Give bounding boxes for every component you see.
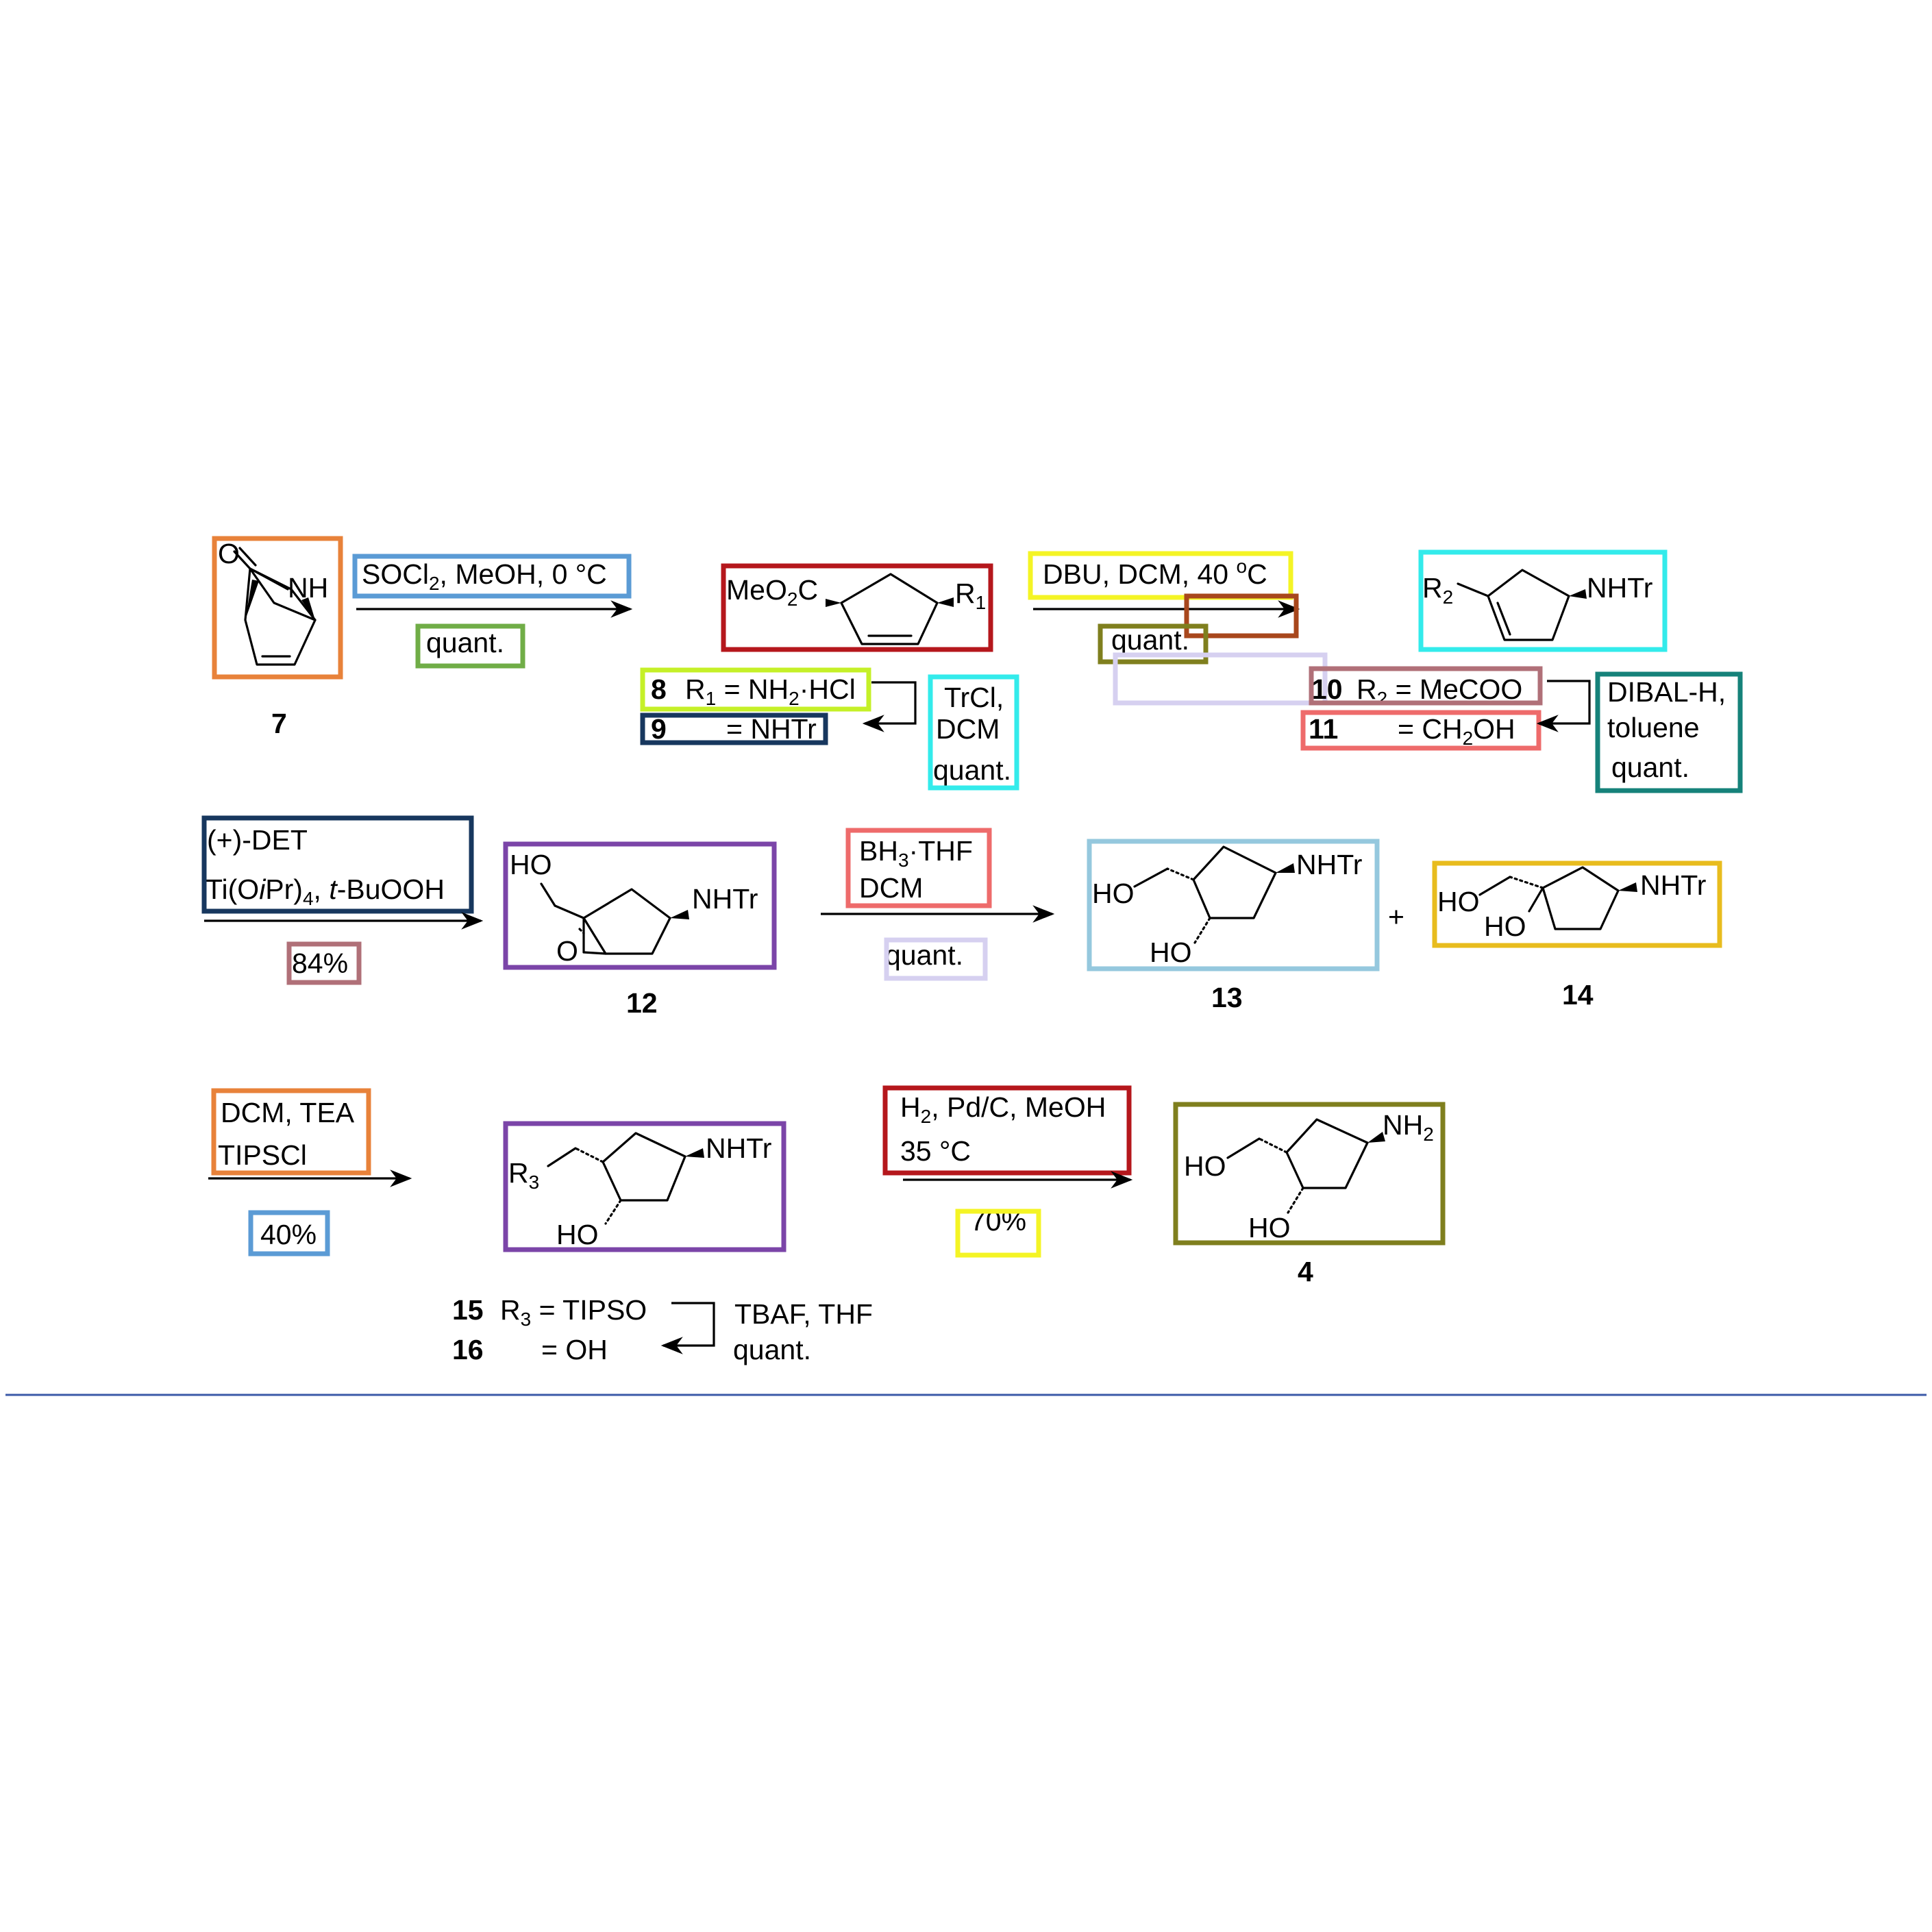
- compound-13-number: 13: [1211, 982, 1243, 1013]
- step1-reagents: SOCl2, MeOH, 0 °C: [362, 558, 607, 594]
- compound-14-number: 14: [1562, 979, 1594, 1011]
- step5-reagent-ti: Ti(OiPr)4, t-BuOOH: [206, 874, 445, 909]
- plus-sign: +: [1388, 901, 1404, 932]
- compound-8-substituent: R1 = NH2·HCl: [685, 673, 856, 709]
- compound-9-highlight: [640, 713, 828, 745]
- step7-yield: 40%: [260, 1219, 317, 1250]
- compound-16-substituent: = OH: [541, 1334, 608, 1365]
- compound-10-r2-label: R2: [1422, 572, 1453, 608]
- compound-10-highlight: [1309, 666, 1543, 706]
- compound-10-nhtr-label: NHTr: [1587, 572, 1652, 604]
- step3-region-highlight: [1113, 652, 1328, 706]
- compound-10-11-highlight: [1418, 549, 1668, 652]
- compound-13-structure: HO NHTr HO: [1092, 845, 1362, 968]
- step9-reagent-temp: 35 °C: [900, 1135, 971, 1167]
- step7-reagent-tipscl: TIPSCl: [218, 1139, 307, 1171]
- step9-yield-highlight: [955, 1209, 1041, 1258]
- compound-10-11-structure: R2 NHTr: [1422, 569, 1652, 641]
- compound-4-ho-label-2: HO: [1248, 1212, 1291, 1243]
- compound-14-nhtr-label: NHTr: [1640, 869, 1706, 901]
- compound-7-oxygen: O: [218, 538, 240, 569]
- compound-12-nhtr-label: NHTr: [692, 883, 758, 915]
- step7-yield-highlight: [248, 1210, 330, 1256]
- step4-reagents-highlight: [1595, 671, 1743, 793]
- compound-14-ho-label-1: HO: [1437, 886, 1480, 917]
- compound-15-16-structure: R3 NHTr HO: [508, 1132, 771, 1250]
- compound-4-structure: HO HO NH2: [1184, 1109, 1434, 1243]
- compound-12-number: 12: [626, 987, 658, 1019]
- compound-12-highlight: [503, 841, 777, 970]
- compound-14-highlight: [1432, 860, 1722, 948]
- step6-reagents-highlight: [845, 828, 992, 908]
- compound-8-number: 8: [651, 673, 667, 705]
- compound-4-highlight: [1173, 1102, 1446, 1246]
- step6-yield-highlight: [884, 937, 988, 981]
- compound-7-number: 7: [271, 708, 287, 739]
- compound-8-9-structure: MeO2C R1: [726, 573, 986, 645]
- step3-yield-highlight: [1098, 623, 1209, 665]
- step3-reagents-highlight: [1028, 551, 1293, 600]
- compound-15-16-highlight: [503, 1121, 787, 1252]
- compound-14-structure: HO NHTr HO: [1437, 866, 1706, 942]
- step7-reagent-dcm-tea: DCM, TEA: [221, 1097, 355, 1128]
- compound-8-r1-label: R1: [955, 578, 986, 613]
- compound-12-oxygen-label: O: [556, 935, 578, 967]
- step6-yield: quant.: [885, 939, 963, 971]
- compound-15-substituent: R3 = TIPSO: [500, 1294, 647, 1330]
- compound-8-highlight: [640, 667, 871, 712]
- step9-reagents-highlight: [882, 1085, 1132, 1176]
- step7-reagents-highlight: [211, 1088, 371, 1176]
- step3-reagents: DBU, DCM, 40 oC: [1043, 556, 1267, 590]
- compound-7-highlight: [212, 536, 343, 680]
- compound-10-substituent: R2 = MeCOO: [1357, 673, 1522, 709]
- compound-7-structure: O NH: [218, 538, 328, 666]
- compound-13-nhtr-label: NHTr: [1296, 849, 1362, 880]
- compound-14-ho-label-2: HO: [1484, 911, 1526, 942]
- step6-reagent-dcm: DCM: [859, 872, 923, 904]
- step1-yield: quant.: [426, 627, 504, 658]
- compound-12-structure: HO NHTr O: [510, 849, 758, 967]
- step2-reagents-highlight: [928, 674, 1019, 791]
- step5-yield: 84%: [292, 948, 348, 979]
- compound-11-substituent: = CH2OH: [1398, 713, 1515, 749]
- compound-15-ho-label: HO: [556, 1219, 599, 1250]
- step9-reagent-h2: H2, Pd/C, MeOH: [900, 1091, 1106, 1127]
- compound-4-number: 4: [1298, 1256, 1313, 1287]
- compound-4-nh2-label: NH2: [1383, 1109, 1434, 1145]
- step1-yield-highlight: [415, 623, 525, 669]
- compound-13-ho-label-2: HO: [1150, 937, 1192, 968]
- step3-yield: quant.: [1111, 624, 1189, 656]
- step6-reagent-borane: BH3·THF: [859, 835, 973, 871]
- compound-15-r3-label: R3: [508, 1157, 539, 1193]
- compound-9-substituent: = NHTr: [726, 713, 817, 745]
- step3-arrowhead-highlight: [1184, 593, 1299, 639]
- compound-12-ho-label: HO: [510, 849, 552, 880]
- compound-15-number: 15: [452, 1294, 484, 1326]
- step4-arrow: [1536, 680, 1591, 732]
- compound-9-number: 9: [651, 713, 667, 745]
- compound-7-nh: NH: [288, 572, 328, 604]
- compound-8-ester-label: MeO2C: [726, 574, 818, 610]
- compound-11-number: 11: [1309, 713, 1338, 745]
- compound-8-9-highlight: [721, 563, 993, 652]
- compound-16-number: 16: [452, 1334, 484, 1365]
- compound-15-nhtr-label: NHTr: [706, 1132, 771, 1164]
- compound-4-ho-label-1: HO: [1184, 1150, 1226, 1182]
- step5-yield-highlight: [286, 941, 362, 985]
- compound-13-highlight: [1087, 839, 1380, 971]
- step2-arrow: [862, 681, 917, 732]
- compound-13-ho-label-1: HO: [1092, 878, 1135, 909]
- step5-reagents-highlight: [201, 815, 474, 914]
- step5-reagent-det: (+)-DET: [207, 824, 308, 856]
- step1-reagents-highlight: [352, 554, 632, 599]
- step8-arrow: [660, 1302, 715, 1354]
- compound-10-number: 10: [1311, 673, 1343, 705]
